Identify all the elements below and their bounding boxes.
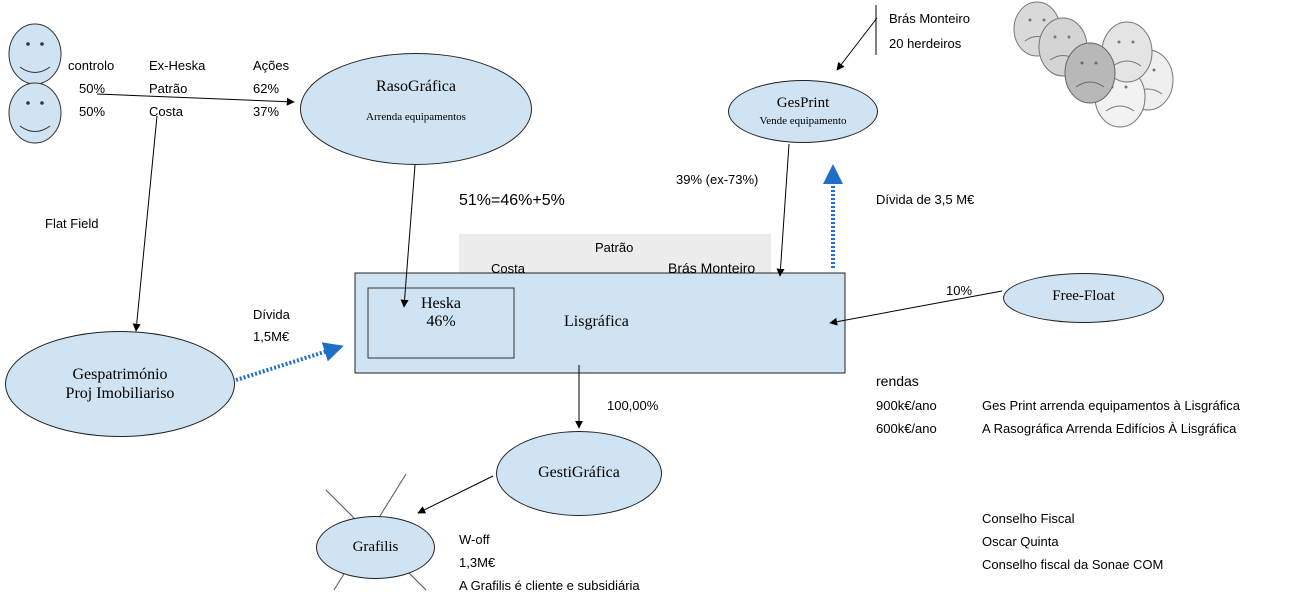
freefloat-pct: 10% xyxy=(946,283,973,298)
grafilis-note: A Grafilis é cliente e subsidiária xyxy=(459,578,640,593)
gesprint-title: GesPrint xyxy=(776,95,830,111)
freefloat-title: Free-Float xyxy=(1052,288,1115,304)
arrow-costa-to-gespatrimonio xyxy=(132,115,158,332)
face-icon-left-bottom xyxy=(8,82,62,144)
heska-pct: 46% xyxy=(426,313,456,330)
arrow-patrao-to-raso xyxy=(96,93,295,106)
arrow-gestigrafica-to-grafilis xyxy=(417,475,494,514)
rasografica-node: RasoGráfica Arrenda equipamentos xyxy=(300,53,532,165)
pct-39-label: 39% (ex-73%) xyxy=(676,172,759,187)
divida-gespat-label: Dívida xyxy=(253,307,290,322)
lisgrafica-title: Lisgráfica xyxy=(564,313,629,330)
col-acoes: Ações xyxy=(253,58,290,73)
band-bras: Brás Monteiro xyxy=(668,260,756,276)
bras-name: Brás Monteiro xyxy=(889,11,970,26)
rasografica-title: RasoGráfica xyxy=(376,78,456,95)
face-icon-left-top xyxy=(8,23,62,85)
heska-title: Heska xyxy=(421,295,461,312)
rendas-r2-text: A Rasográfica Arrenda Edifícios À Lisgrá… xyxy=(982,421,1237,436)
freefloat-node: Free-Float xyxy=(1003,273,1164,323)
grey-band xyxy=(459,234,771,274)
gespatrimonio-line2: Proj Imobiliariso xyxy=(65,385,175,402)
band-costa: Costa xyxy=(491,261,525,276)
grafilis-value: 1,3M€ xyxy=(459,555,496,570)
rasografica-subtitle: Arrenda equipamentos xyxy=(366,111,466,123)
divida-gesprint-label: Dívida de 3,5 M€ xyxy=(876,192,975,207)
grafilis-title: Grafilis xyxy=(352,539,399,555)
col-exheska: Ex-Heska xyxy=(149,58,206,73)
arrow-freefloat-to-lisgrafica xyxy=(829,290,1003,326)
gespatrimonio-node: Gespatrimónio Proj Imobiliariso xyxy=(5,331,235,437)
arrow-gesprint-to-lisgrafica xyxy=(776,143,790,277)
row1-pct: 50% xyxy=(79,81,106,96)
rendas-r1-text: Ges Print arrenda equipamentos à Lisgráf… xyxy=(982,398,1240,413)
arrow-raso-to-heska xyxy=(400,164,416,308)
rendas-r1-value: 900k€/ano xyxy=(876,398,937,413)
gesprint-subtitle: Vende equipamento xyxy=(759,115,847,127)
gestigrafica-node: GestiGráfica xyxy=(496,431,662,516)
heska-box xyxy=(367,287,515,359)
rendas-title: rendas xyxy=(876,373,919,389)
divida-gespat-value: 1,5M€ xyxy=(253,329,290,344)
grafilis-node: Grafilis xyxy=(316,516,435,579)
flat-field-label: Flat Field xyxy=(45,216,99,231)
conselho-desc: Conselho fiscal da Sonae COM xyxy=(982,557,1164,572)
arrow-debt-gespatrimonio xyxy=(235,342,344,382)
row2-name: Costa xyxy=(149,104,183,119)
gespatrimonio-line1: Gespatrimónio xyxy=(72,366,168,383)
row1-acoes: 62% xyxy=(253,81,280,96)
rendas-r2-value: 600k€/ano xyxy=(876,421,937,436)
formula-label: 51%=46%+5% xyxy=(459,192,565,209)
conselho-title: Conselho Fiscal xyxy=(982,511,1075,526)
row1-name: Patrão xyxy=(149,81,188,96)
col-controlo: controlo xyxy=(68,58,115,73)
gesprint-node: GesPrint Vende equipamento xyxy=(728,80,878,143)
row2-acoes: 37% xyxy=(253,104,280,119)
bras-heirs: 20 herdeiros xyxy=(889,36,962,51)
band-patrao: Patrão xyxy=(595,240,634,255)
sad-faces-icon xyxy=(1013,1,1174,128)
grafilis-woff: W-off xyxy=(459,532,490,547)
gestigrafica-title: GestiGráfica xyxy=(538,464,620,481)
arrow-bras-to-gesprint xyxy=(836,17,878,71)
conselho-name: Oscar Quinta xyxy=(982,534,1059,549)
pct-100-label: 100,00% xyxy=(607,398,659,413)
row2-pct: 50% xyxy=(79,104,106,119)
